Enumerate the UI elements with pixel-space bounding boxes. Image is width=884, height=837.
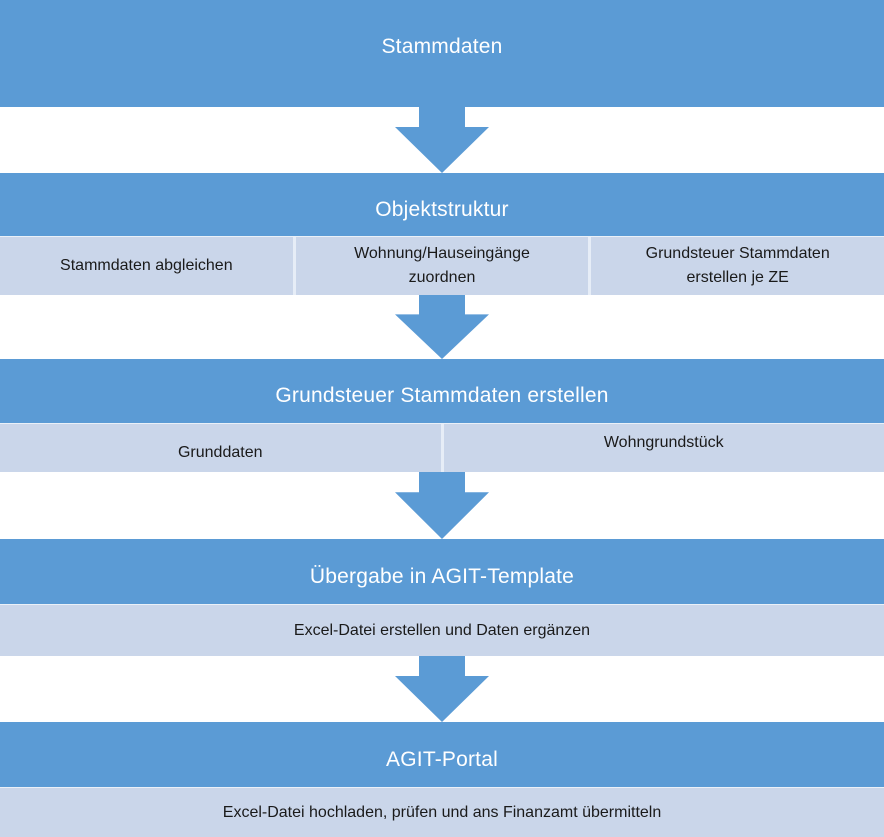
stage-title: Stammdaten xyxy=(381,35,503,58)
stage-header-agit-portal: AGIT-Portal xyxy=(0,722,884,787)
stage-tasks-objektstruktur: Stammdaten abgleichen Wohnung/Hauseingän… xyxy=(0,236,884,295)
flow-connector xyxy=(0,107,884,173)
down-arrow-icon xyxy=(395,472,489,539)
stage-tasks-agit-template: Excel-Datei erstellen und Daten ergänzen xyxy=(0,604,884,656)
stage-header-stammdaten: Stammdaten xyxy=(0,0,884,107)
task-label: Grunddaten xyxy=(177,443,263,461)
stage-tasks-grundsteuer-stammdaten: Grunddaten Wohngrundstück xyxy=(0,423,884,472)
task-label: Wohnung/Hauseingänge zuordnen xyxy=(354,245,530,286)
task-cell: Excel-Datei hochladen, prüfen und ans Fi… xyxy=(0,788,884,837)
stage-title: Objektstruktur xyxy=(375,197,509,221)
stage-header-agit-template: Übergabe in AGIT-Template xyxy=(0,539,884,604)
down-arrow-icon xyxy=(395,107,489,173)
task-label: Stammdaten abgleichen xyxy=(60,257,233,274)
stage-header-objektstruktur: Objektstruktur xyxy=(0,173,884,236)
flow-connector xyxy=(0,295,884,359)
down-arrow-icon xyxy=(395,656,489,722)
task-cell: Grundsteuer Stammdaten erstellen je ZE xyxy=(591,237,884,295)
stage-tasks-agit-portal: Excel-Datei hochladen, prüfen und ans Fi… xyxy=(0,787,884,837)
task-cell: Grunddaten xyxy=(0,424,441,472)
stage-title: Grundsteuer Stammdaten erstellen xyxy=(275,384,609,407)
task-label: Wohngrundstück xyxy=(603,433,724,451)
stage-title: Übergabe in AGIT-Template xyxy=(309,564,575,588)
task-label: Grundsteuer Stammdaten erstellen je ZE xyxy=(645,245,830,286)
task-label: Excel-Datei erstellen und Daten ergänzen xyxy=(293,621,591,639)
down-arrow-icon xyxy=(395,295,489,359)
task-cell: Stammdaten abgleichen xyxy=(0,237,293,295)
task-cell: Wohngrundstück xyxy=(443,424,884,472)
stage-title: AGIT-Portal xyxy=(386,747,498,771)
flow-connector xyxy=(0,472,884,539)
task-label: Excel-Datei hochladen, prüfen und ans Fi… xyxy=(222,803,662,821)
flow-connector xyxy=(0,656,884,722)
task-cell: Wohnung/Hauseingänge zuordnen xyxy=(295,237,589,295)
stage-header-grundsteuer-stammdaten: Grundsteuer Stammdaten erstellen xyxy=(0,359,884,423)
task-cell: Excel-Datei erstellen und Daten ergänzen xyxy=(0,605,884,656)
